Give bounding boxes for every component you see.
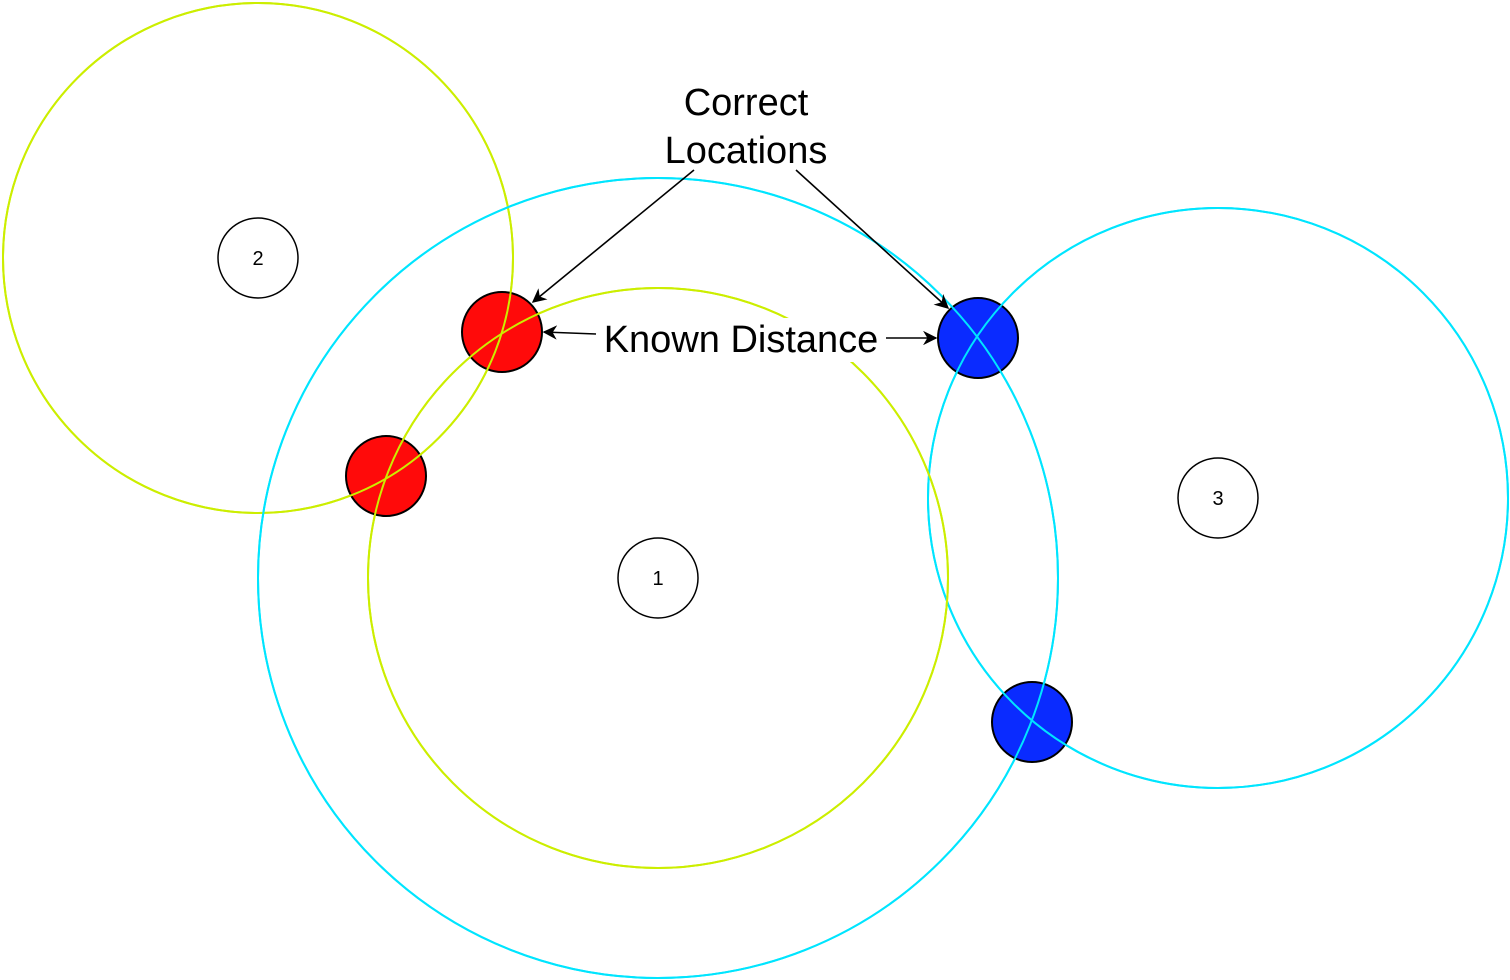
anchor-label-2: 2 [252, 248, 263, 270]
known-distance-arrow-left [542, 325, 597, 340]
correct-locations-arrow-blue [795, 169, 950, 309]
correct-locations-arrow-red [531, 169, 695, 303]
known-distance-label-background [598, 318, 886, 362]
anchor-node-1: 1 [617, 537, 699, 619]
anchor-label-3: 3 [1212, 488, 1223, 510]
correct-locations-label-line2: Locations [665, 130, 828, 172]
anchor-node-3: 3 [1177, 457, 1259, 539]
correct-locations-label-line1: Correct [684, 82, 809, 124]
anchor-node-2: 2 [217, 217, 299, 299]
anchor-label-1: 1 [652, 568, 663, 590]
known-distance-label: Known Distance [604, 319, 879, 361]
